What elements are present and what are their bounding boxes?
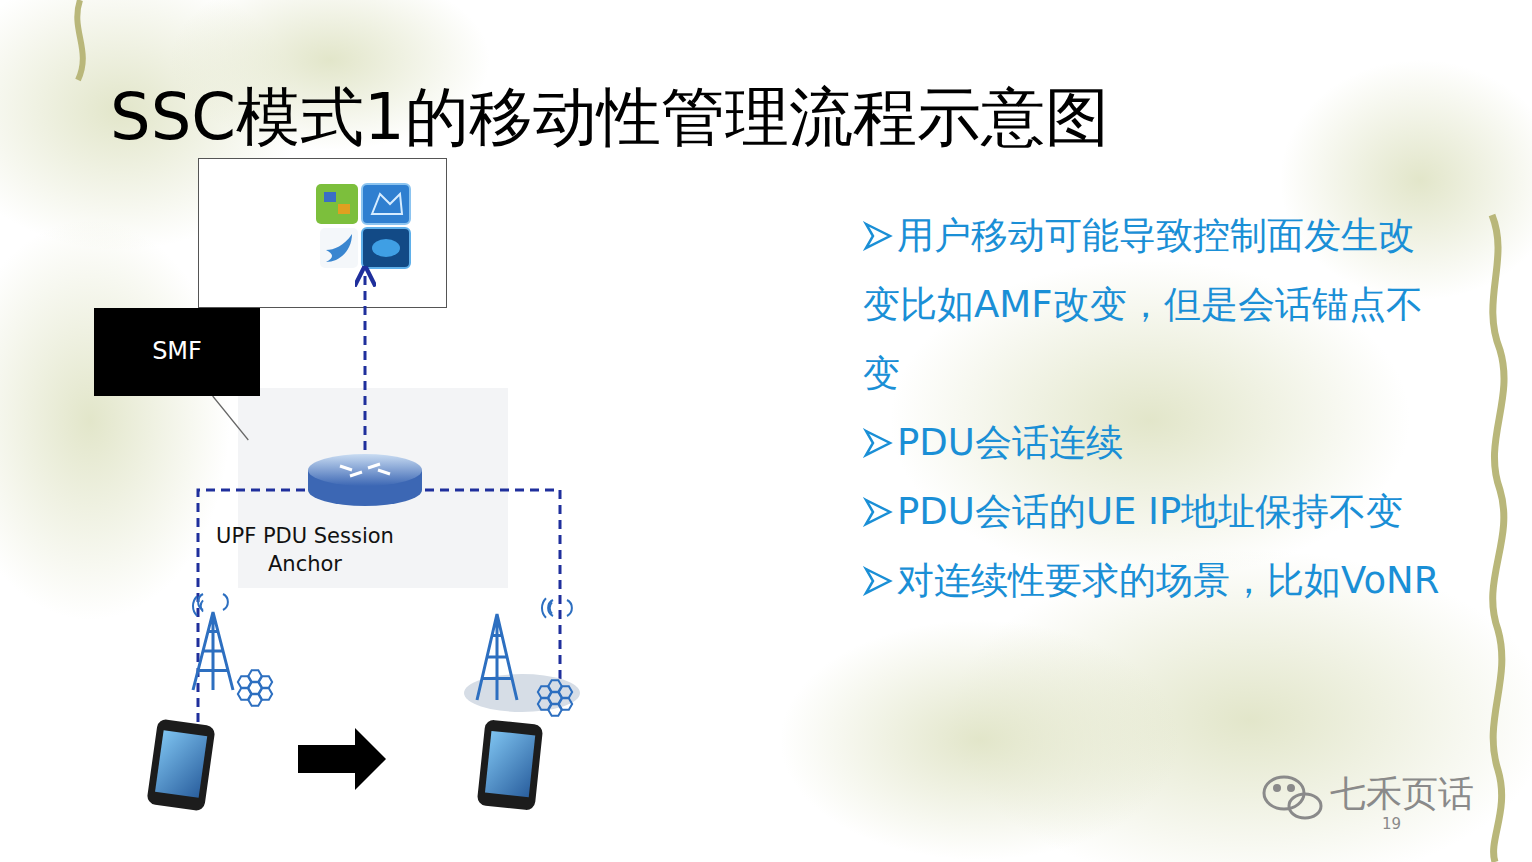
base-stations <box>193 594 572 716</box>
tower-bar <box>492 634 502 637</box>
watermark: 七禾页话 <box>1330 773 1474 814</box>
tower-bar <box>198 669 228 672</box>
tower-bar <box>487 656 507 659</box>
radio-wave <box>550 602 552 613</box>
watermark: 七禾页话 <box>1330 772 1510 815</box>
cell-hexagon <box>248 694 261 706</box>
tower-frame <box>193 612 233 690</box>
wechat-icon <box>1264 777 1321 818</box>
bullet-text: 用户移动可能导致控制面发生改变比如AMF改变，但是会话锚点不变 <box>863 214 1423 395</box>
phone-icon <box>146 718 215 811</box>
bullet-arrow <box>866 569 890 593</box>
move-arrow <box>298 728 386 790</box>
vine <box>77 0 83 80</box>
bullet-arrow <box>863 221 893 251</box>
bullet-item: PDU会话连续 <box>863 408 1463 477</box>
bullet-arrow <box>863 497 893 527</box>
cell-hexagon <box>238 676 251 688</box>
bullet-arrow <box>866 431 890 455</box>
bullet-arrow <box>863 428 893 458</box>
bullet-text: PDU会话的UE IP地址保持不变 <box>897 490 1403 533</box>
cell-hexagon <box>548 704 561 716</box>
page-number: 19 <box>1382 815 1401 833</box>
bullet-item: PDU会话的UE IP地址保持不变 <box>863 477 1503 546</box>
control-link <box>213 396 249 440</box>
slide-title: SSC模式1的移动性管理流程示意图 <box>110 82 1109 152</box>
bullet-arrow <box>863 566 893 596</box>
tower-bar <box>208 630 218 633</box>
tower-bar <box>203 650 223 653</box>
smf-box: SMF <box>94 308 260 396</box>
page-number: 19 <box>1382 815 1422 833</box>
bullet-text: 对连续性要求的场景，比如VoNR <box>897 559 1439 602</box>
bullet-item: 用户移动可能导致控制面发生改变比如AMF改变，但是会话锚点不变 <box>863 201 1443 408</box>
service-icons <box>316 184 410 268</box>
node-text: SMF <box>148 334 206 369</box>
bullet-item: 对连续性要求的场景，比如VoNR <box>863 546 1503 615</box>
service-box <box>199 159 447 308</box>
tower-bar <box>482 677 512 680</box>
cell-hexagon <box>538 686 551 698</box>
bullet-arrow <box>866 500 890 524</box>
radio-wave <box>198 594 572 616</box>
tower-frame <box>477 614 517 700</box>
bullet-text: PDU会话连续 <box>897 421 1123 464</box>
vine <box>1492 215 1504 862</box>
phone-icon <box>477 719 544 811</box>
node-text: UPF PDU Session Anchor <box>199 521 411 580</box>
radio-wave <box>193 596 197 616</box>
bullet-arrow <box>866 224 890 248</box>
router-icon <box>308 454 422 506</box>
upf-anchor: UPF PDU Session Anchor <box>199 440 411 580</box>
radio-wave <box>542 598 546 618</box>
